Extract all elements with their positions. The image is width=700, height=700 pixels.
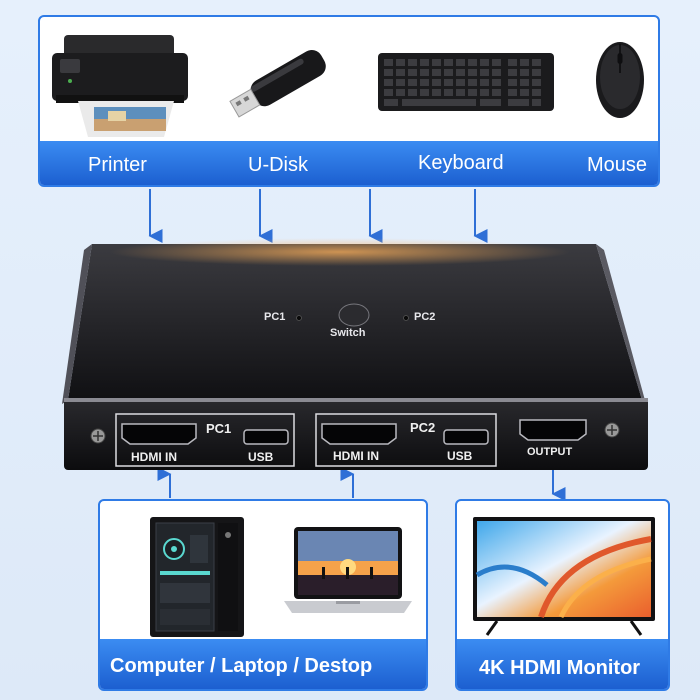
laptop-icon bbox=[284, 527, 412, 613]
peripherals-label-bar bbox=[40, 141, 658, 185]
computers-panel: Computer / Laptop / Destop bbox=[98, 499, 428, 691]
pc1-usb-label: USB bbox=[248, 450, 274, 464]
computers-label-bar bbox=[100, 639, 426, 689]
monitor-panel: 4K HDMI Monitor bbox=[455, 499, 670, 691]
pc2-port-label: PC2 bbox=[410, 420, 436, 435]
pc2-hdmi-in-label: HDMI IN bbox=[333, 449, 379, 463]
mouse-label: Mouse bbox=[587, 154, 648, 176]
keyboard-icon bbox=[378, 53, 554, 111]
desktop-tower-icon bbox=[150, 517, 244, 637]
mouse-icon bbox=[596, 42, 644, 118]
pc1-port-label: PC1 bbox=[206, 421, 232, 436]
monitor-label: 4K HDMI Monitor bbox=[479, 657, 641, 679]
printer-icon bbox=[52, 35, 188, 137]
computers-label: Computer / Laptop / Destop bbox=[110, 655, 373, 677]
peripherals-panel: Printer U-Disk Keyboard Mouse bbox=[38, 15, 660, 187]
output-port-label: OUTPUT bbox=[527, 446, 573, 458]
usb-flash-drive-icon bbox=[229, 50, 326, 118]
pc1-led-label: PC1 bbox=[264, 311, 286, 323]
switch-button[interactable]: Switch bbox=[330, 327, 366, 339]
pc2-led-label: PC2 bbox=[414, 311, 436, 323]
printer-label: Printer bbox=[88, 154, 147, 176]
monitor-label-bar bbox=[457, 639, 668, 689]
pc2-usb-label: USB bbox=[447, 449, 473, 463]
monitor-icon bbox=[473, 517, 655, 636]
pc1-hdmi-in-label: HDMI IN bbox=[131, 450, 177, 464]
keyboard-label: Keyboard bbox=[418, 152, 504, 174]
udisk-label: U-Disk bbox=[248, 154, 308, 176]
